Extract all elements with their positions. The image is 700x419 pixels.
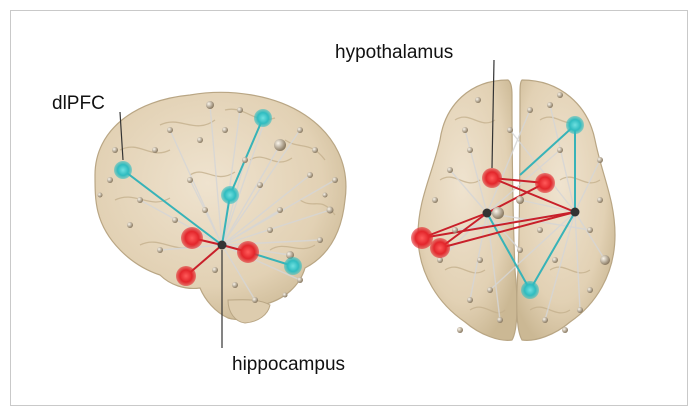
dlpfc-leader-line xyxy=(119,111,124,161)
axial-red-node-lateral-b xyxy=(430,238,450,258)
axial-cyan-node-posterior xyxy=(521,281,539,299)
hippocampus-label: hippocampus xyxy=(232,354,345,375)
axial-small-nodes xyxy=(432,92,610,333)
sagittal-cortex xyxy=(94,91,347,321)
axial-brain xyxy=(411,79,616,341)
dlpfc-node xyxy=(114,161,132,179)
axial-red-node-right xyxy=(535,173,555,193)
hypothalamus-hub-node xyxy=(482,208,492,218)
sagittal-cyan-node-superior xyxy=(254,109,272,127)
sagittal-brainstem xyxy=(227,299,271,324)
hippocampus-hub-node xyxy=(217,240,227,250)
dlpfc-label: dlPFC xyxy=(52,93,105,114)
axial-red-node-left xyxy=(482,168,502,188)
sagittal-red-node-right xyxy=(237,241,259,263)
sagittal-red-node-left xyxy=(181,227,203,249)
sagittal-cyan-node-temporal xyxy=(284,257,302,275)
hypothalamus-label: hypothalamus xyxy=(335,42,453,63)
axial-cyan-node-frontal xyxy=(566,116,584,134)
sagittal-cyan-node-central xyxy=(221,186,239,204)
hypothalamus-leader-line xyxy=(491,59,495,169)
sagittal-brain xyxy=(94,91,347,324)
sagittal-red-node-lower xyxy=(176,266,196,286)
axial-hub-node-right xyxy=(570,207,580,217)
sagittal-small-nodes xyxy=(97,101,338,303)
axial-red-node-lateral-a xyxy=(411,227,433,249)
